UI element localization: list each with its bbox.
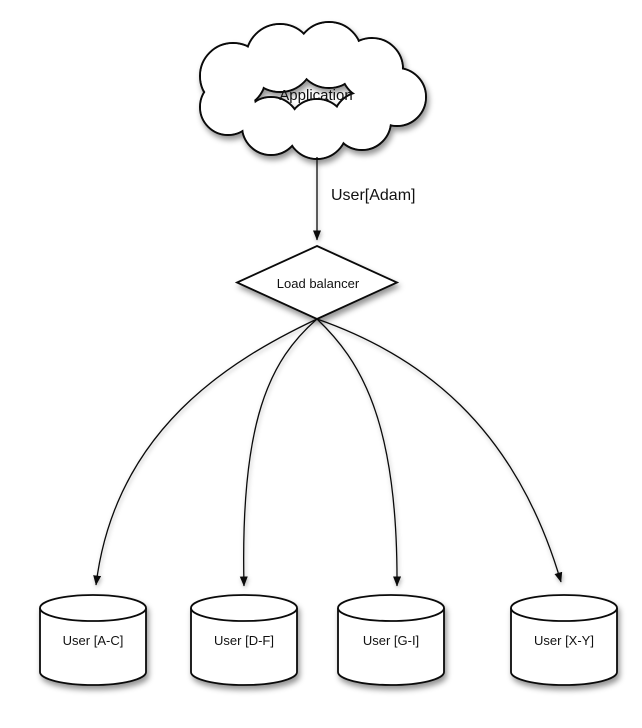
db-cylinder-shard-4: [510, 594, 618, 686]
application-node-label: Application: [279, 86, 353, 104]
shard-label-d-f: User [D-F]: [214, 632, 274, 648]
shard-label-x-y: User [X-Y]: [534, 632, 594, 648]
db-cylinder-shard-1: [39, 594, 147, 686]
application-cloud-shape: [199, 21, 427, 160]
edges-lb-to-shards: [93, 318, 563, 587]
db-cylinder-shard-3: [337, 594, 445, 686]
edge-lb-to-shard-3: [316, 318, 402, 587]
edge-lb-to-shard-1: [93, 318, 318, 586]
shard-label-a-c: User [A-C]: [62, 632, 124, 648]
edge-lb-to-shard-2: [239, 318, 318, 587]
shard-label-g-i: User [G-I]: [362, 632, 420, 648]
load-balancer-node-label: Load balancer: [276, 275, 360, 291]
edge-lb-to-shard-4: [316, 318, 563, 583]
db-cylinder-shard-2: [190, 594, 298, 686]
edge-user-adam-label: User[Adam]: [331, 187, 416, 205]
